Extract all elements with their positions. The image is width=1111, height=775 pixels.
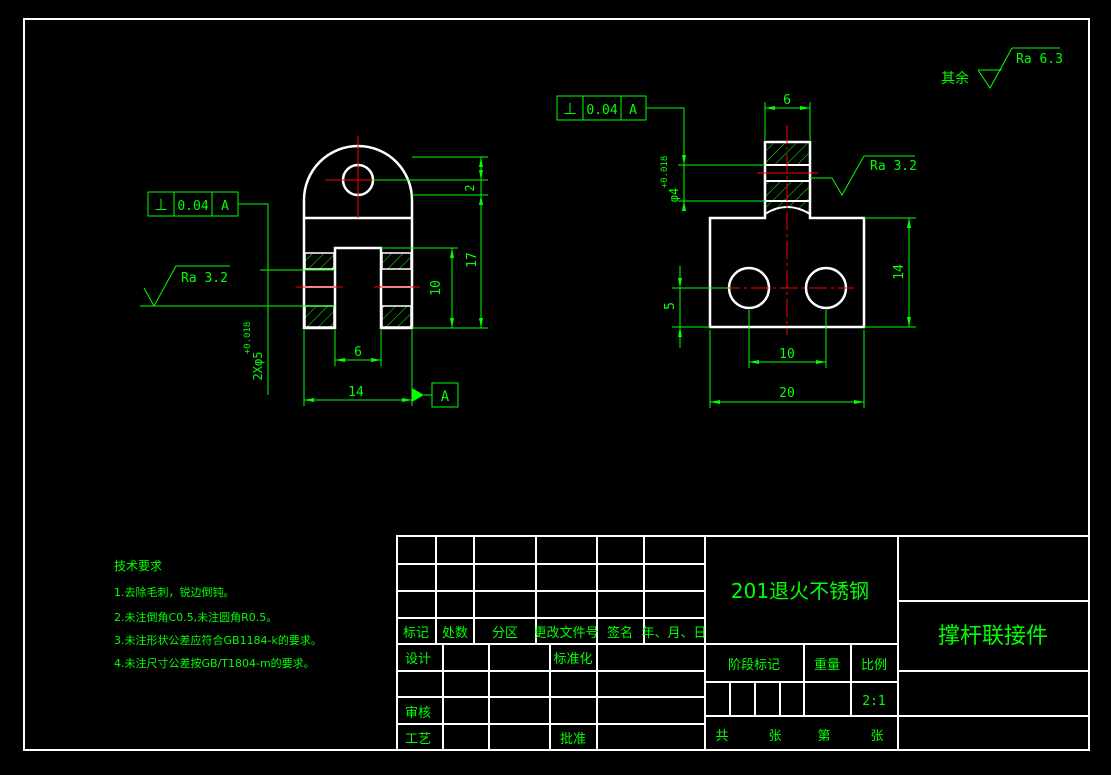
right-dim-hole-spacing: 10	[779, 347, 795, 362]
label-standardization: 标准化	[553, 652, 592, 667]
left-roughness: Ra 3.2	[181, 271, 228, 286]
left-view: A ⊥ 0.04 A 14 6 17 10 2 2Xφ5 +0.018 Ra 3…	[140, 136, 488, 408]
label-approve: 批准	[560, 732, 586, 747]
left-dim-slot: 6	[354, 345, 362, 360]
right-dim-bore-tolerance: +0.018	[660, 156, 670, 189]
right-roughness: Ra 3.2	[870, 159, 917, 174]
title-block-text: 标记 处数 分区 更改文件号 签名 年、月、日 设计 审核 工艺 标准化 批准 …	[403, 579, 1048, 747]
label-process: 工艺	[405, 732, 431, 747]
other-surfaces-label: 其余	[941, 70, 969, 87]
left-dim-width: 14	[348, 385, 364, 400]
tech-requirement-1: 1.去除毛刺，锐边倒钝。	[114, 585, 235, 599]
tech-requirement-3: 3.未注形状公差应符合GB1184-k的要求。	[114, 633, 322, 647]
tech-requirements-title: 技术要求	[114, 559, 162, 573]
rev-header-zone: 分区	[492, 626, 518, 641]
right-dim-width: 20	[779, 386, 795, 401]
right-tolerance-datum: A	[629, 103, 637, 118]
right-view: ⊥ 0.04 A 6 20 10 14 5 φ4 +0.018 Ra 3.2 R…	[556, 47, 1063, 408]
left-dim-hole-offset: 2	[463, 184, 477, 191]
rev-header-count: 处数	[442, 626, 468, 641]
label-total: 共	[715, 729, 728, 744]
right-part-outline	[708, 140, 866, 329]
left-datum-label: A	[441, 389, 450, 405]
material-name: 201退火不锈钢	[731, 579, 869, 603]
label-stage-mark: 阶段标记	[728, 658, 780, 673]
right-dim-hole-offset: 5	[663, 302, 678, 310]
left-tolerance-symbol: ⊥	[154, 195, 168, 214]
label-review: 审核	[405, 706, 431, 721]
label-scale: 比例	[861, 658, 887, 673]
right-tolerance-value: 0.04	[586, 103, 617, 118]
left-dim-hole-diameter: 2Xφ5	[251, 352, 265, 381]
label-weight: 重量	[814, 657, 840, 673]
rev-header-change-doc: 更改文件号	[533, 626, 598, 641]
label-sheet: 张	[870, 729, 883, 744]
left-dim-slot-depth: 10	[429, 280, 444, 296]
tech-requirements: 技术要求 1.去除毛刺，锐边倒钝。 2.未注倒角C0.5,未注圆角R0.5。 3…	[114, 559, 322, 670]
tech-requirement-2: 2.未注倒角C0.5,未注圆角R0.5。	[114, 610, 277, 624]
right-dim-top-width: 6	[783, 93, 791, 108]
scale-value: 2:1	[862, 694, 885, 709]
rev-header-signature: 签名	[607, 625, 633, 641]
general-roughness: Ra 6.3	[1016, 52, 1063, 67]
part-name: 撑杆联接件	[938, 624, 1048, 649]
rev-header-mark: 标记	[403, 626, 429, 641]
right-dim-bore-diameter: φ4	[667, 188, 681, 202]
left-dim-height: 17	[465, 252, 480, 268]
label-page: 第	[817, 729, 830, 744]
label-sheets: 张	[768, 729, 781, 744]
right-tolerance-symbol: ⊥	[563, 99, 577, 118]
left-dim-hole-tolerance: +0.018	[243, 322, 253, 355]
left-tolerance-value: 0.04	[177, 199, 208, 214]
left-tolerance-datum: A	[221, 199, 229, 214]
right-dim-height: 14	[892, 264, 907, 280]
title-block	[396, 535, 1090, 751]
tech-requirement-4: 4.未注尺寸公差按GB/T1804-m的要求。	[114, 656, 315, 670]
rev-header-date: 年、月、日	[641, 626, 706, 641]
label-design: 设计	[405, 652, 431, 667]
left-part-outline	[302, 144, 414, 330]
